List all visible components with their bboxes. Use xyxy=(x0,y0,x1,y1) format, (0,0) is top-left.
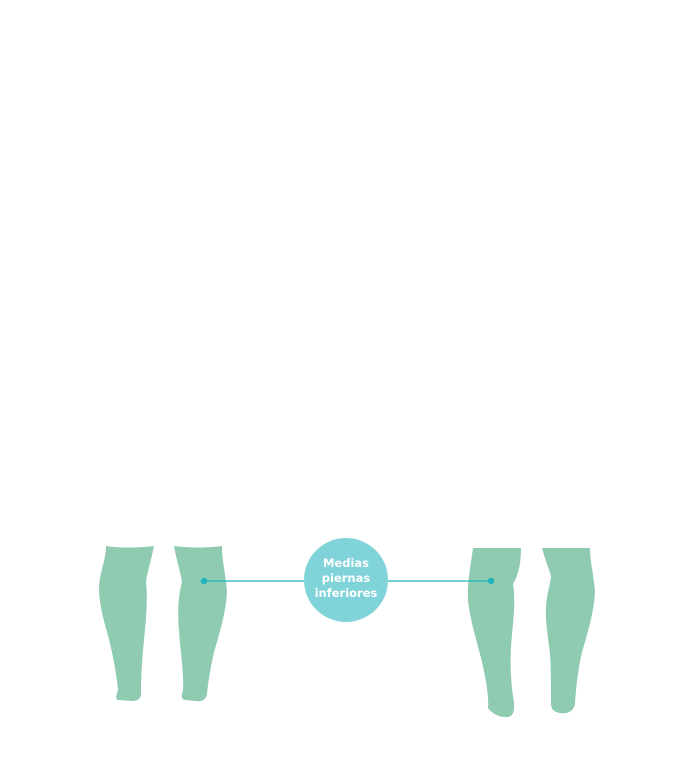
label-bubble: Medias piernas inferiores xyxy=(304,538,388,622)
label-line-2: piernas xyxy=(322,571,371,585)
right-leg-pair xyxy=(467,548,595,718)
label-circle xyxy=(304,538,388,622)
left-pair-right-leg xyxy=(174,546,227,702)
label-line-1: Medias xyxy=(323,556,369,570)
right-pair-right-leg xyxy=(542,548,595,714)
connector-dot-right xyxy=(487,577,495,585)
label-line-3: inferiores xyxy=(315,586,378,600)
left-leg-pair xyxy=(99,546,227,702)
connector-dot-left xyxy=(200,577,208,585)
right-pair-left-leg xyxy=(467,548,521,718)
left-pair-left-leg xyxy=(99,546,154,701)
